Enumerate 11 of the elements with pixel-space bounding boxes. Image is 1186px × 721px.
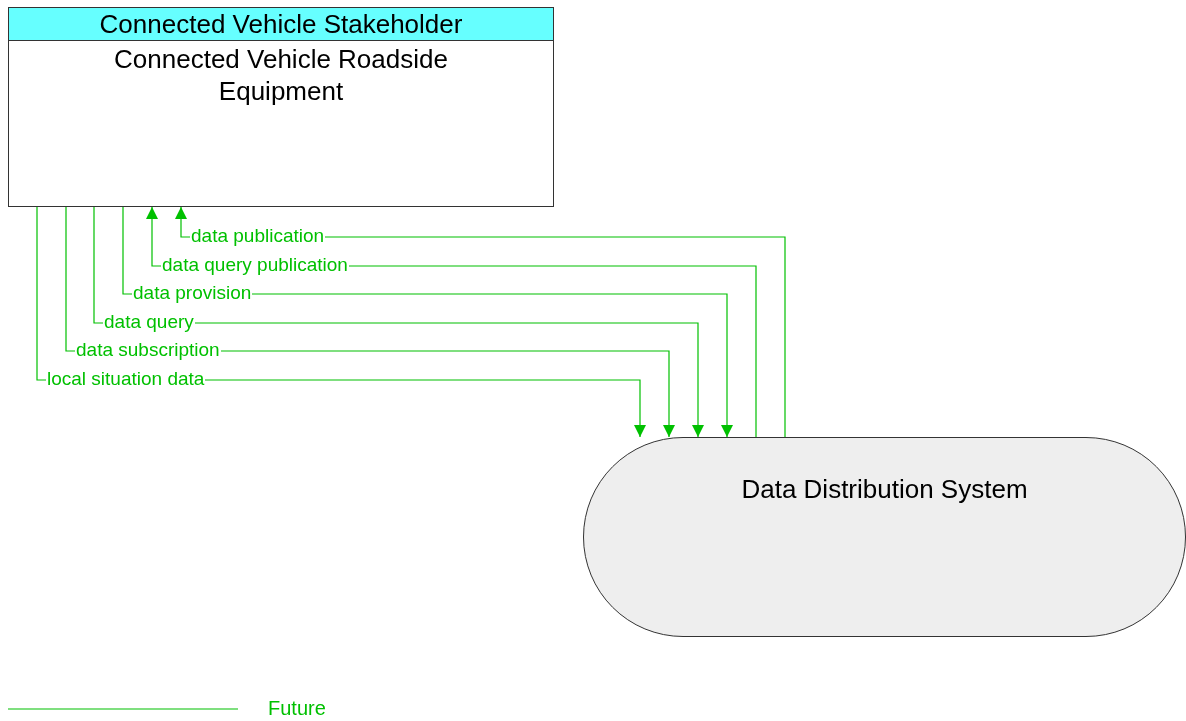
edge-label: data query publication (161, 255, 349, 275)
edge-label: data publication (190, 226, 326, 246)
edge-label: data provision (132, 283, 253, 303)
edge-label: data query (103, 312, 195, 332)
element-name: Connected Vehicle Roadside Equipment (113, 43, 449, 108)
stakeholder-box (8, 7, 554, 207)
edge-label: data subscription (75, 340, 221, 360)
legend-label: Future (268, 697, 326, 720)
system-name: Data Distribution System (741, 474, 1028, 505)
system-terminator (583, 437, 1186, 637)
stakeholder-header: Connected Vehicle Stakeholder (9, 8, 553, 41)
